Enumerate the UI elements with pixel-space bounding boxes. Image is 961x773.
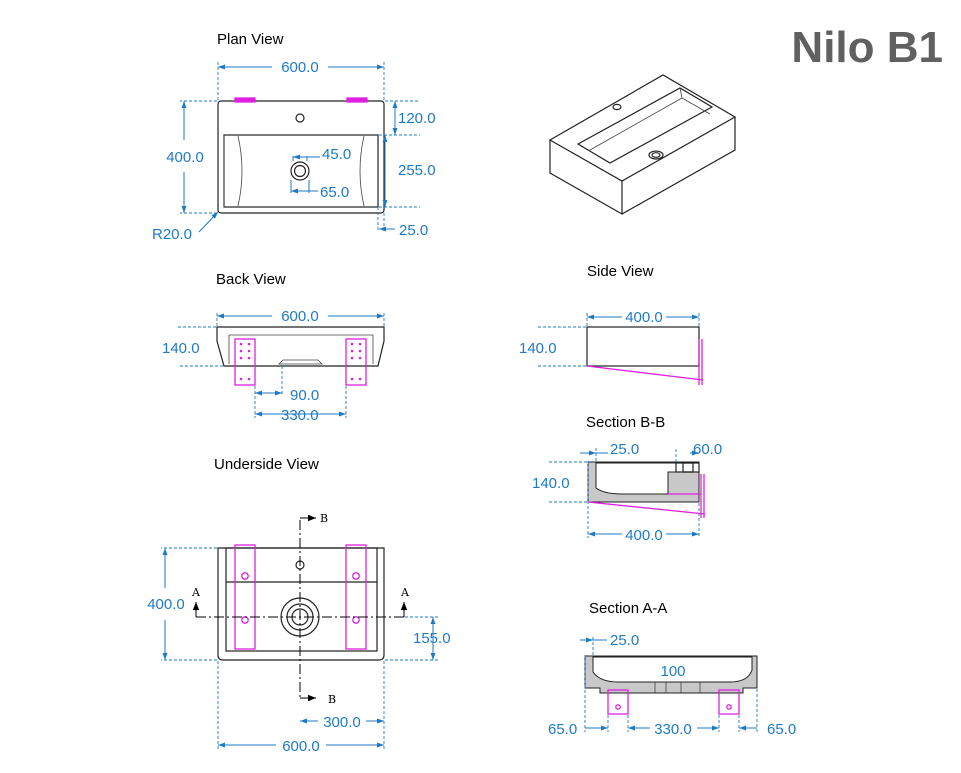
side-view-title: Side View — [587, 263, 654, 280]
back-view: Back View 600.0 140.0 90.0 330.0 — [162, 271, 385, 424]
underside-drain-dim: 155.0 — [413, 630, 451, 647]
section-bb-depth-dim: 400.0 — [625, 527, 663, 544]
plan-width-dim: 600.0 — [281, 59, 319, 76]
iso-tap-hole — [612, 103, 622, 111]
underside-bracket-left — [234, 544, 256, 650]
isometric-view — [548, 74, 737, 216]
plan-drain-out-dim: 65.0 — [320, 184, 349, 201]
section-aa-body — [584, 655, 758, 694]
back-outline — [216, 326, 385, 367]
plan-top-dim: 120.0 — [398, 110, 436, 127]
plan-bowl — [223, 134, 379, 208]
underside-depth-dim: 400.0 — [147, 596, 185, 613]
bracket-marker — [234, 97, 256, 103]
side-height-dim: 140.0 — [519, 340, 557, 357]
section-aa-wall-dim: 25.0 — [610, 632, 639, 649]
plan-bowl-dim: 255.0 — [398, 162, 436, 179]
plan-front-dim: 25.0 — [399, 222, 428, 239]
section-bb-title: Section B-B — [586, 414, 665, 431]
plan-view: Plan View 600.0 400.0 120.0 255.0 25. — [152, 31, 436, 243]
section-mark-b-top: B — [320, 512, 328, 525]
tap-hole — [295, 113, 305, 123]
side-depth-dim: 400.0 — [625, 309, 663, 326]
drain-inner — [293, 164, 307, 178]
underside-view-title: Underside View — [214, 456, 319, 473]
plan-radius-dim: R20.0 — [152, 226, 192, 243]
underside-width-dim: 600.0 — [282, 738, 320, 755]
plan-view-title: Plan View — [217, 31, 284, 48]
section-mark-a-right: A — [400, 586, 410, 599]
back-drain-dim: 90.0 — [290, 387, 319, 404]
section-bb: Section B-B 25.0 60.0 140.0 400.0 — [532, 414, 722, 544]
back-brackets-dim: 330.0 — [281, 407, 319, 424]
section-aa-radius-dim: 100 — [660, 663, 685, 680]
back-bracket-left — [234, 338, 256, 386]
back-view-title: Back View — [216, 271, 286, 288]
side-outline — [586, 326, 700, 367]
section-aa-bracket-right — [718, 689, 740, 715]
section-aa-right-dim: 65.0 — [767, 721, 796, 738]
section-aa: Section A-A 25.0 100 65.0 330.0 65.0 — [548, 600, 796, 738]
section-aa-brackets-dim: 330.0 — [654, 721, 692, 738]
section-bb-wall-dim: 25.0 — [610, 441, 639, 458]
iso-bowl — [576, 87, 714, 164]
section-mark-a-left: A — [191, 586, 201, 599]
side-view: Side View 400.0 140.0 — [519, 263, 704, 385]
section-aa-title: Section A-A — [589, 600, 667, 617]
product-title: Nilo B1 — [791, 23, 943, 72]
back-bracket-right — [345, 338, 367, 386]
plan-drain-in-dim: 45.0 — [322, 146, 351, 163]
back-width-dim: 600.0 — [281, 308, 319, 325]
section-mark-b-bottom: B — [328, 693, 336, 706]
underside-center-dim: 300.0 — [323, 714, 361, 731]
section-bb-height-dim: 140.0 — [532, 475, 570, 492]
section-bb-back-dim: 60.0 — [693, 441, 722, 458]
plan-depth-dim: 400.0 — [166, 149, 204, 166]
section-aa-bracket-left — [607, 689, 629, 715]
iso-drain — [648, 150, 664, 160]
drain-outer — [290, 161, 310, 181]
section-aa-left-dim: 65.0 — [548, 721, 577, 738]
underside-outline — [217, 547, 385, 661]
underside-bracket-right — [345, 544, 367, 650]
bracket-marker — [346, 97, 368, 103]
back-height-dim: 140.0 — [162, 340, 200, 357]
underside-view: Underside View B B A A 400.0 155.0 — [147, 456, 450, 755]
